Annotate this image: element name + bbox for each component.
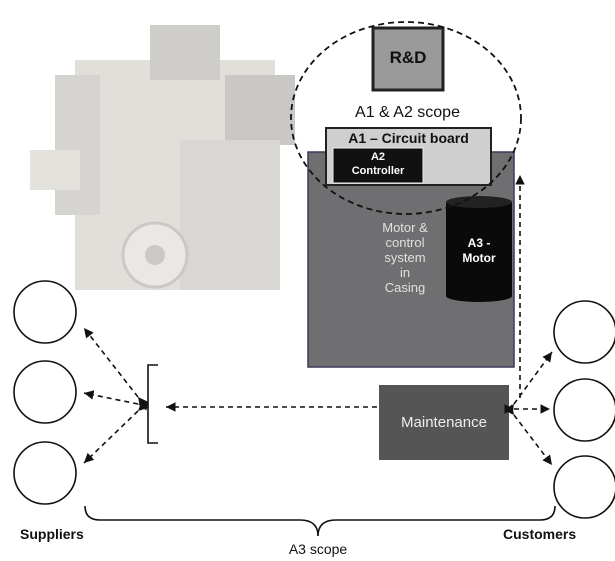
controller-label: A2 Controller	[333, 150, 423, 178]
a1-a2-scope-label: A1 & A2 scope	[355, 104, 460, 121]
maintenance-label: Maintenance	[401, 414, 487, 431]
supplier-circle-1	[13, 280, 77, 344]
supplier-circle-3	[13, 441, 77, 505]
a3-scope-brace	[84, 505, 556, 537]
rd-box	[371, 26, 445, 92]
motor-label: A3 - Motor	[446, 236, 512, 266]
customer-circle-2	[553, 378, 615, 442]
flow-arrows	[83, 175, 553, 466]
controller-label-line2: Controller	[351, 165, 405, 177]
casing-label-line5: Casing	[384, 280, 426, 295]
customer-circle-3	[553, 455, 615, 519]
a1-a2-scope-ellipse	[290, 21, 522, 215]
casing-label: Motor & control system in Casing	[365, 220, 445, 295]
casing-label-line2: control	[385, 235, 425, 250]
a3-scope-label: A3 scope	[288, 541, 348, 557]
motor-cylinder	[446, 196, 512, 302]
casing-label-line1: Motor &	[382, 220, 428, 235]
maintenance-box	[379, 385, 509, 460]
rd-box-label: R&D	[389, 48, 427, 67]
controller-box	[332, 147, 424, 184]
customers-label: Customers	[503, 526, 577, 542]
supplier-bracket	[147, 364, 158, 444]
supplier-circle-2	[13, 360, 77, 424]
casing-label-line4: in	[399, 265, 411, 280]
motor-label-line1: A3 -	[467, 236, 491, 250]
suppliers-label: Suppliers	[20, 526, 84, 542]
motor-photo-illustration	[30, 25, 295, 290]
casing-label-line3: system	[384, 250, 426, 265]
circuit-board-label: A1 – Circuit board	[348, 130, 469, 146]
controller-label-line1: A2	[370, 151, 386, 163]
motor-label-line2: Motor	[462, 251, 496, 265]
customer-circle-1	[553, 300, 615, 364]
